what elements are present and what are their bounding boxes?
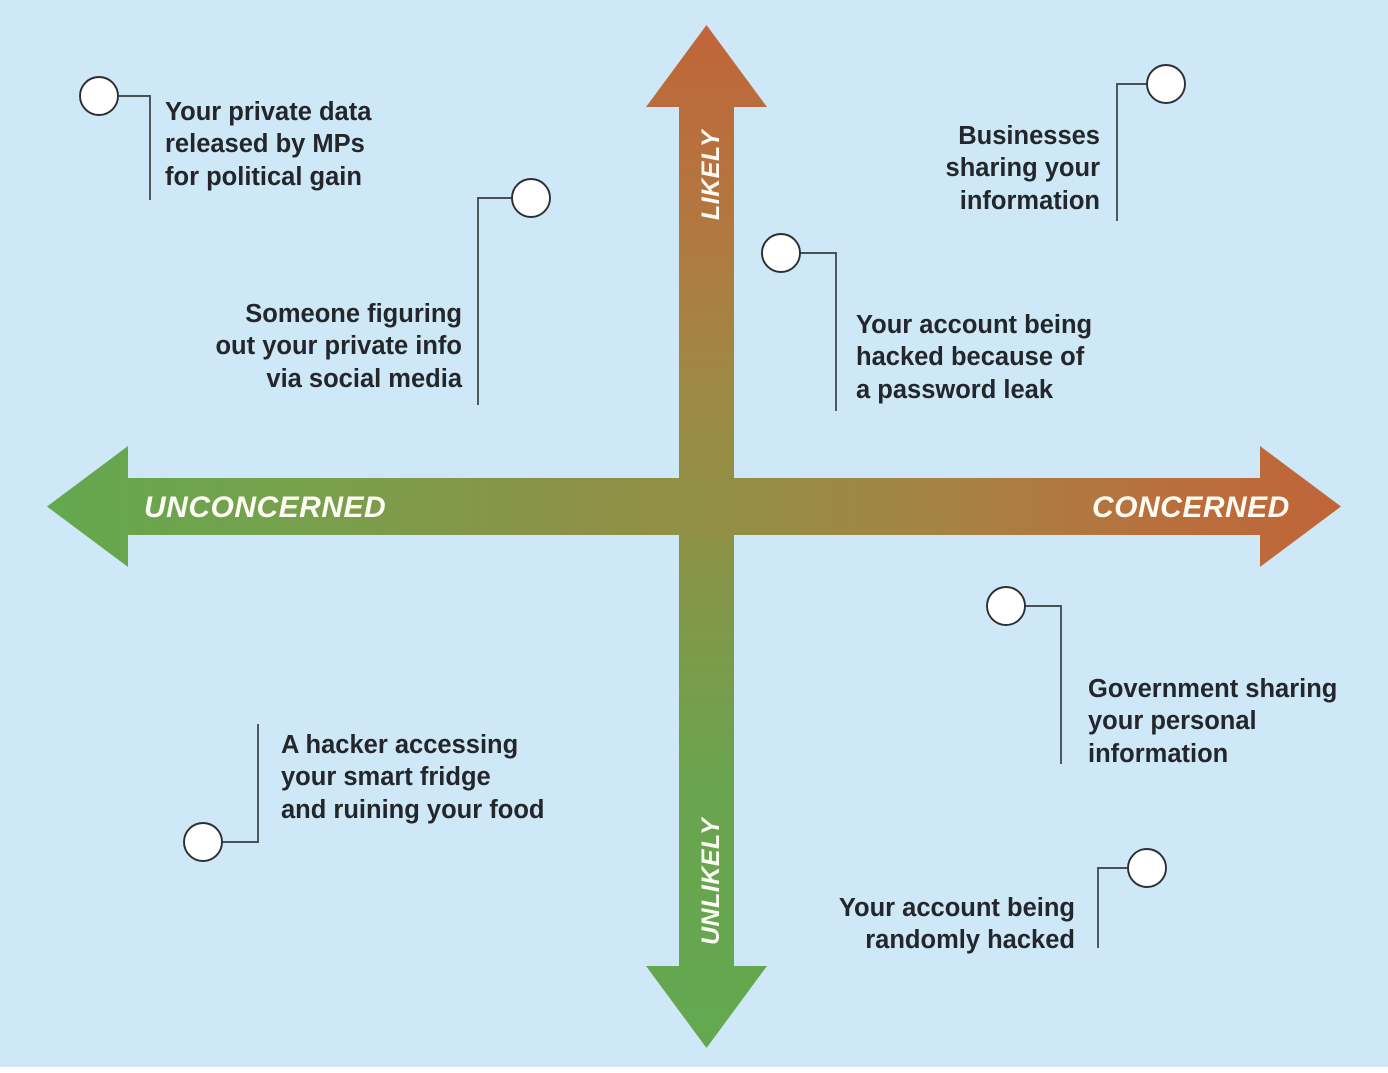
callout-randomly-hacked: Your account being randomly hacked bbox=[838, 894, 1075, 955]
vertical-axis-arrow bbox=[646, 25, 767, 1048]
callout-social-media: Someone figuring out your private info v… bbox=[215, 300, 462, 393]
horizontal-axis-arrow bbox=[47, 446, 1341, 567]
node-randomly-hacked[interactable] bbox=[1127, 848, 1167, 888]
leader-line-private-data-mps bbox=[118, 95, 151, 200]
node-government-sharing[interactable] bbox=[986, 586, 1026, 626]
leader-line-password-leak bbox=[800, 252, 837, 411]
node-password-leak[interactable] bbox=[761, 233, 801, 273]
leader-line-randomly-hacked bbox=[1097, 867, 1128, 948]
node-private-data-mps[interactable] bbox=[79, 76, 119, 116]
callout-private-data-mps: Your private data released by MPs for po… bbox=[165, 98, 372, 191]
leader-line-smart-fridge bbox=[222, 724, 259, 843]
callout-password-leak: Your account being hacked because of a p… bbox=[856, 311, 1093, 404]
callout-smart-fridge: A hacker accessing your smart fridge and… bbox=[281, 731, 545, 824]
leader-line-social-media bbox=[477, 197, 512, 405]
node-social-media[interactable] bbox=[511, 178, 551, 218]
node-smart-fridge[interactable] bbox=[183, 822, 223, 862]
node-businesses-sharing[interactable] bbox=[1146, 64, 1186, 104]
leader-line-government-sharing bbox=[1025, 605, 1062, 764]
callout-government-sharing: Government sharing your personal informa… bbox=[1088, 675, 1338, 768]
bottom-margin-strip bbox=[0, 1067, 1388, 1073]
callout-businesses-sharing: Businesses sharing your information bbox=[945, 122, 1100, 215]
leader-line-businesses-sharing bbox=[1116, 83, 1147, 221]
